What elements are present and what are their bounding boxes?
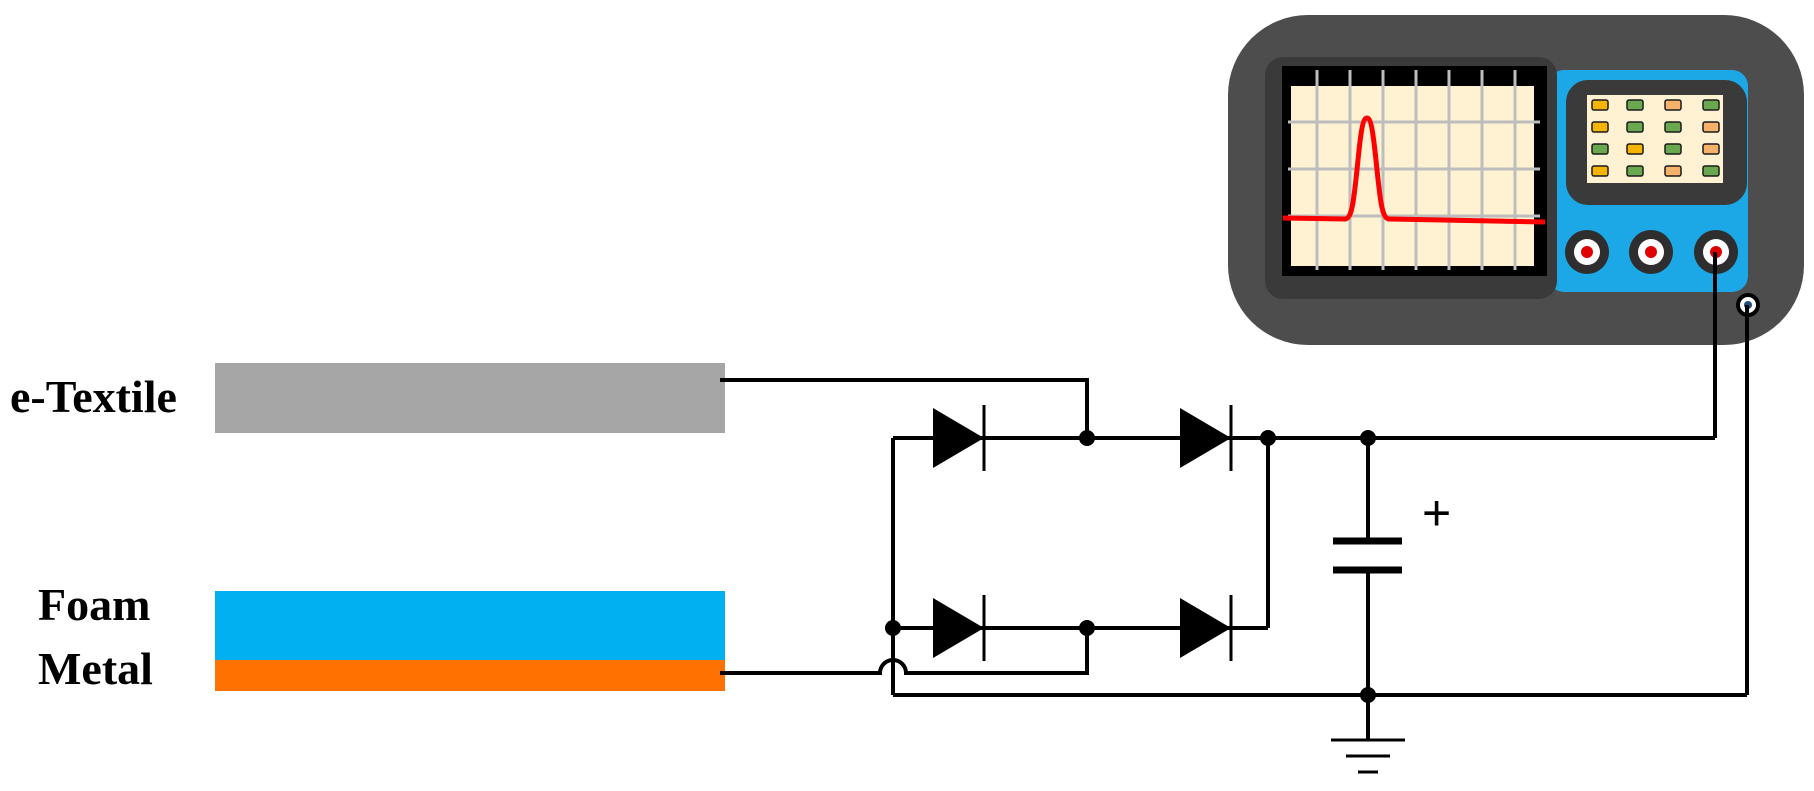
foam-label: Foam (38, 579, 151, 630)
metal-label: Metal (38, 643, 153, 694)
connector-1 (1565, 230, 1609, 274)
capacitor-polarity: + (1422, 485, 1451, 541)
foam-layer (215, 591, 725, 660)
etextile-layer (215, 363, 725, 433)
etextile-label: e-Textile (10, 371, 177, 422)
diode-icon (933, 595, 986, 661)
diode-icon (1180, 405, 1233, 471)
diode-icon (1180, 595, 1233, 661)
oscilloscope-icon (1228, 15, 1804, 345)
diode-icon (933, 405, 986, 471)
capacitor-icon (1333, 537, 1402, 574)
oscilloscope-screen (1291, 86, 1534, 266)
junction-dots (885, 430, 1376, 703)
pulse-trace (1282, 115, 1546, 225)
metal-layer (215, 660, 725, 691)
connector-2 (1629, 230, 1673, 274)
ground-icon (1331, 738, 1405, 774)
